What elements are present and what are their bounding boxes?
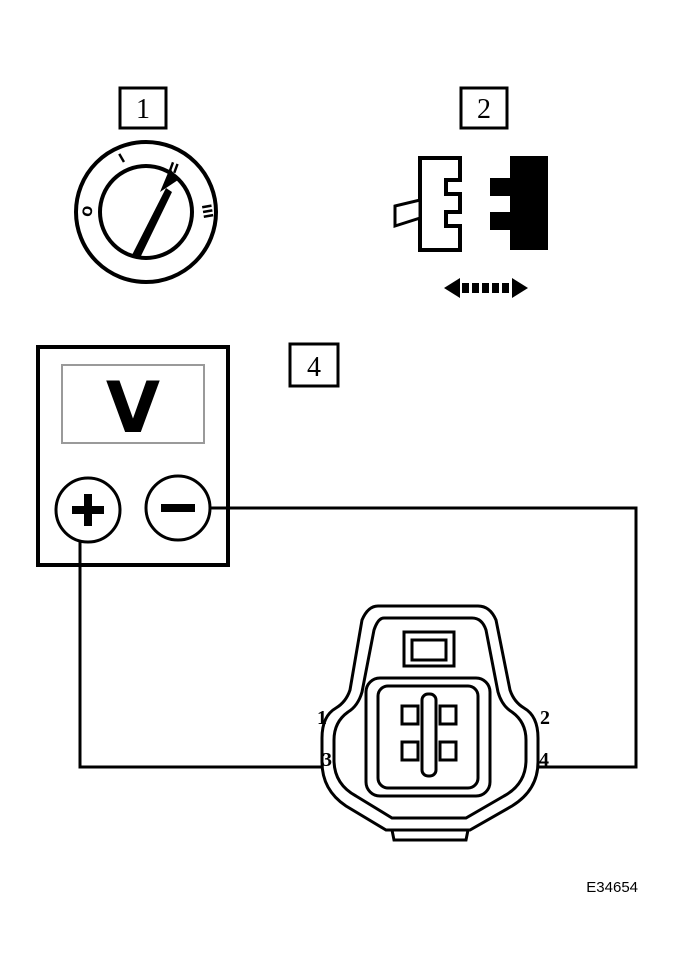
- figure-code: E34654: [586, 879, 638, 896]
- pin-label-2: 2: [540, 707, 550, 729]
- pin-label-1: 1: [317, 707, 327, 729]
- switch-position-start: III: [198, 203, 215, 220]
- negative-lead: [210, 506, 638, 769]
- label-box-2-text: 2: [477, 94, 491, 125]
- pin-label-4: 4: [539, 749, 549, 771]
- test-leads: [78, 506, 638, 769]
- pin-label-3: 3: [322, 749, 332, 771]
- switch-position-off: O: [80, 205, 97, 218]
- label-box-1: 1: [118, 86, 168, 130]
- switch-position-acc: I: [116, 151, 128, 166]
- double-arrow-icon: [444, 278, 528, 298]
- negative-terminal-icon: [144, 474, 212, 542]
- positive-lead: [78, 540, 362, 769]
- label-box-1-text: 1: [136, 94, 150, 125]
- connector-disconnect-icon: [393, 156, 548, 298]
- switch-position-on: II: [166, 160, 180, 177]
- voltmeter: V: [36, 345, 230, 567]
- positive-terminal-icon: [54, 476, 122, 544]
- label-box-4-text: 4: [307, 352, 321, 383]
- voltmeter-unit: V: [106, 367, 160, 449]
- label-box-2: 2: [459, 86, 509, 130]
- sensor-connector-icon: [320, 604, 540, 842]
- ignition-switch-icon: O I II III: [74, 140, 218, 284]
- label-box-4: 4: [288, 342, 340, 388]
